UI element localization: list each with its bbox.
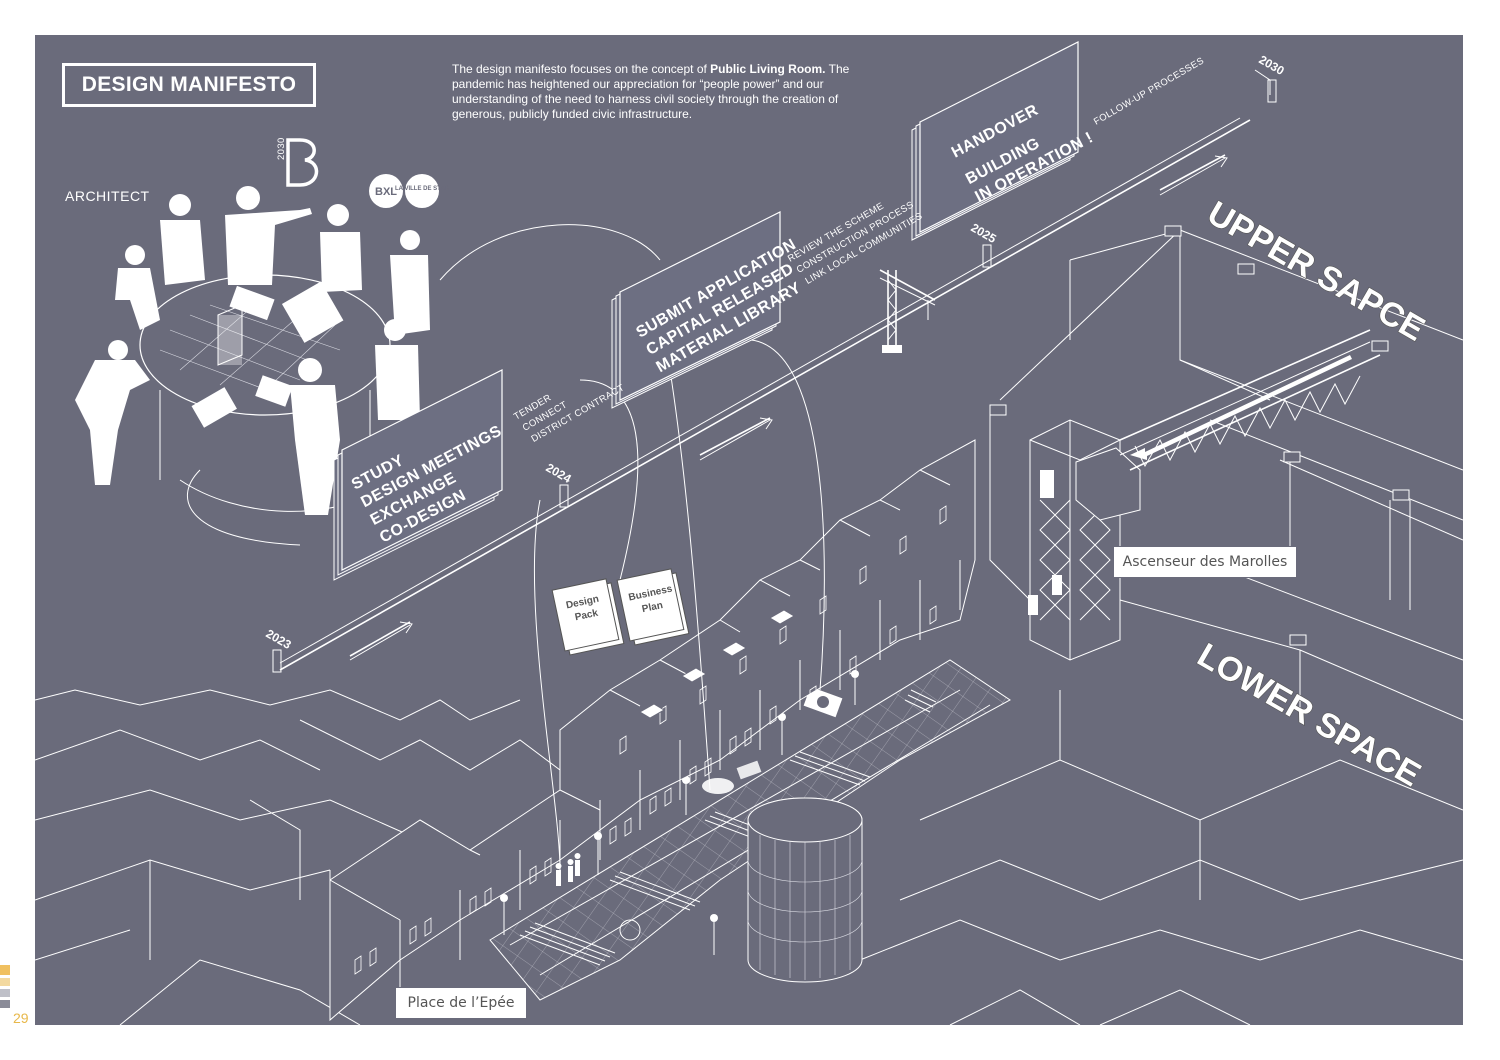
lift-tower (1028, 419, 1141, 661)
place-label: Place de l’Epée (395, 987, 527, 1019)
intro-post: The pandemic has heightened our apprecia… (452, 62, 850, 121)
b2030-logo: 2030 (276, 137, 319, 187)
b2030-text: 2030 (276, 137, 287, 160)
meeting-group (75, 186, 430, 515)
board-handover: HANDOVER BUILDING IN OPERATION ! (911, 41, 1096, 241)
swatch-cream (0, 978, 10, 986)
swatch-grey (0, 989, 10, 997)
round-tower (747, 797, 863, 983)
page-number: 29 (13, 1010, 29, 1026)
intro-text: The design manifesto focuses on the conc… (452, 62, 872, 122)
ville-text: LA VILLE DE STAD (395, 186, 450, 192)
year-2024: 2024 (544, 460, 574, 486)
isometric-drawing: .ln{fill:none;stroke:#fff;stroke-width:1… (35, 41, 1463, 1025)
logos: 2030 BXL LA VILLE DE STAD (276, 137, 450, 208)
footbridge (1119, 329, 1381, 471)
doc-business-text-2: Plan (641, 600, 664, 615)
page-panel: .ln{fill:none;stroke:#fff;stroke-width:1… (35, 35, 1463, 1025)
upper-space-label: UPPER SAPCE (1201, 194, 1431, 349)
board-study: STUDY DESIGN MEETINGS EXCHANGE CO-DESIGN (333, 369, 505, 581)
page-title: DESIGN MANIFESTO (62, 63, 316, 107)
bxl-logo (369, 174, 403, 208)
upper-plateau (989, 225, 1463, 721)
intro-bold: Public Living Room. (710, 62, 826, 76)
doc-design-text-2: Pack (574, 608, 600, 624)
city-massing (35, 689, 1463, 1025)
townhouses (329, 439, 976, 1022)
lower-space-label: LOWER SPACE (1191, 636, 1427, 794)
review-line-2: CONSTRUCTION PROCESS (795, 199, 916, 275)
crane-icon (879, 269, 936, 353)
lift-label: Ascenseur des Marolles (1113, 546, 1297, 578)
year-2023: 2023 (264, 626, 294, 652)
intro-pre: The design manifesto focuses on the conc… (452, 62, 711, 76)
follow-up-label: FOLLOW-UP PROCESSES (1092, 55, 1206, 127)
doc-design-pack: Design Pack (551, 578, 625, 656)
year-2025: 2025 (969, 220, 999, 246)
swatch-dark (0, 1000, 10, 1008)
bxl-text: BXL (375, 186, 397, 198)
doc-business-plan: Business Plan (616, 568, 690, 646)
ville-logo (405, 174, 439, 208)
board-submit: SUBMIT APPLICATION CAPITAL RELEASED MATE… (611, 211, 804, 409)
architect-label: ARCHITECT (65, 188, 150, 204)
swatch-yellow (0, 965, 10, 975)
timeline (186, 69, 1277, 871)
